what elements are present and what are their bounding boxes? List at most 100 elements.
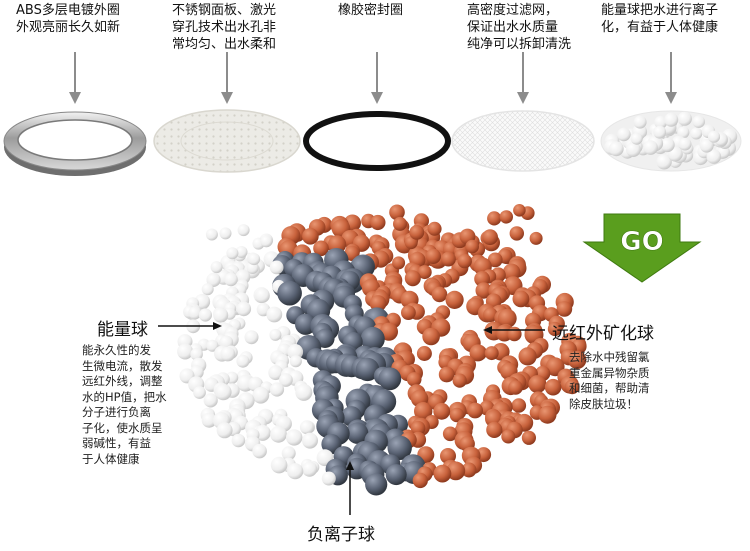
energy-ball <box>706 149 722 164</box>
far-infrared-ball <box>467 402 483 419</box>
energy-ball <box>205 228 218 241</box>
far-infrared-ball <box>529 231 543 245</box>
svg-text:GO: GO <box>620 227 663 257</box>
energy-ball <box>235 246 248 258</box>
energy-ball <box>633 115 647 129</box>
far-infrared-ball <box>401 305 416 320</box>
energy-ball <box>677 126 690 139</box>
far-infrared-ball <box>406 372 422 387</box>
energy-ball <box>660 137 675 153</box>
energy-ball <box>255 288 270 303</box>
far-infrared-ball <box>409 225 425 240</box>
energy-ball <box>270 425 287 443</box>
far-infrared-ball <box>404 270 421 287</box>
filter-mesh-image <box>451 110 595 172</box>
far-infrared-ball-description: 去除水中残留氯 重金属异物杂质 和细菌，帮助清 除皮肤垃圾！ <box>569 350 650 411</box>
energy-ball <box>287 344 304 360</box>
far-infrared-ball <box>465 239 480 254</box>
energy-ball <box>269 382 285 397</box>
energy-ball <box>215 383 232 401</box>
stainless-panel-image <box>153 109 301 173</box>
energy-ball <box>252 386 270 404</box>
down-arrow-icon <box>69 52 81 104</box>
energy-ball <box>707 130 721 143</box>
far-infrared-ball <box>568 350 587 370</box>
energy-ball-description: 能永久性的发 生微电流，散发 远红外线，调整 水的HP值，把水 分子进行负离 子… <box>82 343 167 466</box>
caption-filter-mesh: 高密度过滤网， 保证出水水质量 纯净可以拆卸清洗 <box>467 3 572 52</box>
energy-ball <box>190 347 203 361</box>
far-infrared-ball <box>412 472 428 489</box>
negative-ion-ball <box>355 357 380 382</box>
energy-ball <box>289 355 302 368</box>
energy-ball <box>213 307 229 323</box>
negative-ion-ball <box>360 326 385 352</box>
far-infrared-ball <box>370 214 386 231</box>
far-infrared-ball <box>484 346 499 361</box>
energy-ball <box>295 383 313 401</box>
energy-ball <box>678 137 692 151</box>
energy-ball <box>608 141 624 157</box>
far-infrared-ball <box>544 378 562 396</box>
negative-ion-ball <box>385 464 407 486</box>
energy-ball <box>643 140 658 155</box>
far-infrared-ball <box>393 216 407 231</box>
caption-metal-ring: ABS多层电镀外圈 外观亮丽长久如新 <box>16 3 121 35</box>
energy-ball <box>210 261 223 274</box>
far-infrared-ball <box>369 295 387 312</box>
energy-ball <box>690 127 703 140</box>
far-infrared-ball <box>528 375 547 394</box>
energy-ball <box>252 443 267 459</box>
far-infrared-ball <box>427 221 442 236</box>
far-infrared-ball <box>475 282 492 299</box>
far-infrared-ball <box>512 290 530 308</box>
pointer-arrow-negative-ion <box>346 461 354 515</box>
energy-ball <box>625 142 641 158</box>
pointer-arrow-energy <box>158 322 222 330</box>
far-infrared-ball <box>431 286 448 303</box>
far-infrared-ball <box>392 256 406 270</box>
far-infrared-ball <box>416 346 432 361</box>
far-infrared-ball <box>425 248 441 264</box>
far-infrared-ball <box>483 307 498 323</box>
negative-ion-ball-title: 负离子球 <box>307 525 375 545</box>
energy-ball <box>203 393 218 408</box>
far-infrared-ball <box>313 240 329 257</box>
far-infrared-ball <box>414 402 433 421</box>
far-infrared-ball <box>433 464 452 483</box>
far-infrared-ball <box>518 347 537 366</box>
far-infrared-ball <box>422 327 440 346</box>
energy-balls-layer-image <box>600 110 742 172</box>
far-infrared-ball <box>441 251 456 267</box>
far-infrared-ball <box>452 373 467 388</box>
energy-ball <box>260 235 273 248</box>
energy-ball <box>219 227 232 240</box>
energy-ball <box>226 247 239 260</box>
down-arrow-icon <box>371 52 383 104</box>
down-arrow-icon <box>665 52 677 104</box>
far-infrared-ball <box>302 228 319 245</box>
energy-ball <box>220 346 236 362</box>
far-infrared-ball <box>513 204 526 217</box>
far-infrared-ball <box>497 308 517 328</box>
energy-ball <box>269 328 282 341</box>
energy-ball <box>281 446 296 461</box>
energy-ball <box>653 125 667 139</box>
energy-ball <box>244 330 259 345</box>
metal-ring-image <box>3 111 147 176</box>
energy-ball <box>177 343 194 360</box>
far-infrared-ball <box>547 321 563 337</box>
far-infrared-ball <box>511 398 527 413</box>
far-infrared-ball <box>457 253 472 269</box>
energy-ball-title: 能量球 <box>97 320 148 340</box>
energy-ball <box>279 373 293 387</box>
energy-ball <box>302 461 318 477</box>
far-infrared-ball <box>445 290 464 309</box>
energy-ball <box>236 301 252 317</box>
caption-energy-balls-layer: 能量球把水进行离子 化，有益于人体健康 <box>601 3 719 35</box>
energy-ball <box>656 154 672 170</box>
far-infrared-ball <box>446 461 466 481</box>
energy-ball <box>206 339 219 352</box>
energy-ball <box>664 112 679 127</box>
far-infrared-ball <box>507 326 522 342</box>
energy-ball <box>299 420 314 435</box>
